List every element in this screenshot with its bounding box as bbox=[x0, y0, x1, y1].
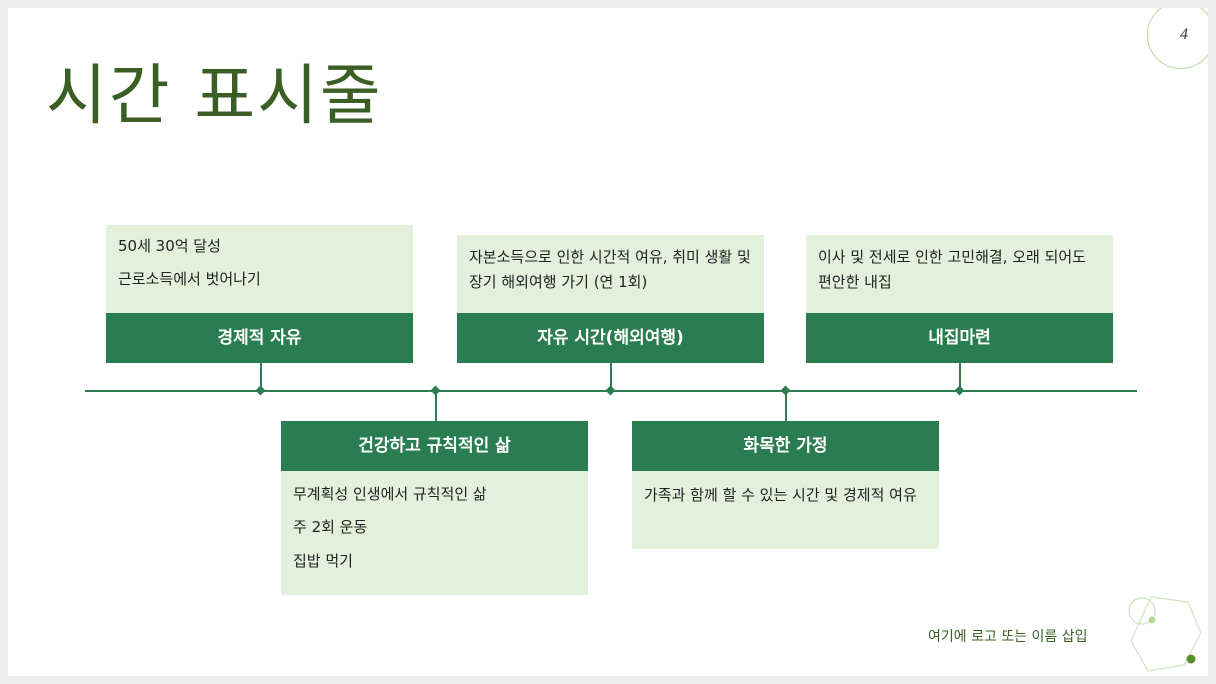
milestone-heading: 화목한 가정 bbox=[632, 421, 939, 471]
connector-top-1 bbox=[260, 362, 262, 391]
milestone-details: 자본소득으로 인한 시간적 여유, 취미 생활 및 장기 해외여행 가기 (연 … bbox=[457, 235, 764, 313]
milestone-detail: 가족과 함께 할 수 있는 시간 및 경제적 여유 bbox=[644, 486, 917, 504]
page-number-circle bbox=[1147, 8, 1208, 69]
timeline-marker bbox=[780, 385, 791, 396]
page-number: 4 bbox=[1180, 26, 1188, 43]
connector-bottom-1 bbox=[435, 391, 437, 421]
milestone-detail: 자본소득으로 인한 시간적 여유, 취미 생활 및 장기 해외여행 가기 (연 … bbox=[469, 248, 751, 291]
milestone-heading: 자유 시간(해외여행) bbox=[457, 313, 764, 363]
milestone-detail: 무계획성 인생에서 규칙적인 삶 bbox=[293, 485, 487, 503]
milestone-details: 50세 30억 달성 근로소득에서 벗어나기 bbox=[106, 225, 413, 313]
milestone-details: 무계획성 인생에서 규칙적인 삶 주 2회 운동 집밥 먹기 bbox=[281, 471, 588, 595]
slide: 4 시간 표시줄 50세 30억 달성 근로소득에서 벗어나기 경제적 자유 자… bbox=[8, 8, 1208, 676]
milestone-details: 이사 및 전세로 인한 고민해결, 오래 되어도 편안한 내집 bbox=[806, 235, 1113, 313]
milestone-details: 가족과 함께 할 수 있는 시간 및 경제적 여유 bbox=[632, 471, 939, 549]
milestone-card-economic-freedom[interactable]: 50세 30억 달성 근로소득에서 벗어나기 경제적 자유 bbox=[106, 225, 413, 363]
milestone-card-happy-family[interactable]: 화목한 가정 가족과 함께 할 수 있는 시간 및 경제적 여유 bbox=[632, 421, 939, 549]
timeline-marker bbox=[605, 385, 616, 396]
milestone-detail: 이사 및 전세로 인한 고민해결, 오래 되어도 편안한 내집 bbox=[818, 248, 1086, 291]
footer-logo-placeholder[interactable]: 여기에 로고 또는 이름 삽입 bbox=[928, 629, 1088, 645]
milestone-detail: 50세 30억 달성 bbox=[118, 237, 221, 255]
timeline-marker bbox=[255, 385, 266, 396]
slide-title: 시간 표시줄 bbox=[46, 57, 383, 134]
milestone-detail: 주 2회 운동 bbox=[293, 518, 368, 537]
milestone-detail: 근로소득에서 벗어나기 bbox=[118, 270, 261, 289]
hexagon-decoration-icon bbox=[1128, 596, 1202, 672]
milestone-heading: 경제적 자유 bbox=[106, 313, 413, 363]
timeline-marker bbox=[954, 385, 965, 396]
milestone-heading: 내집마련 bbox=[806, 313, 1113, 363]
timeline-marker bbox=[430, 385, 441, 396]
connector-top-2 bbox=[610, 362, 612, 391]
milestone-card-healthy-life[interactable]: 건강하고 규칙적인 삶 무계획성 인생에서 규칙적인 삶 주 2회 운동 집밥 … bbox=[281, 421, 588, 595]
milestone-detail: 집밥 먹기 bbox=[293, 551, 353, 570]
milestone-heading: 건강하고 규칙적인 삶 bbox=[281, 421, 588, 471]
milestone-card-free-time[interactable]: 자본소득으로 인한 시간적 여유, 취미 생활 및 장기 해외여행 가기 (연 … bbox=[457, 235, 764, 363]
connector-bottom-2 bbox=[785, 391, 787, 421]
connector-top-3 bbox=[959, 362, 961, 391]
milestone-card-home-ownership[interactable]: 이사 및 전세로 인한 고민해결, 오래 되어도 편안한 내집 내집마련 bbox=[806, 235, 1113, 363]
